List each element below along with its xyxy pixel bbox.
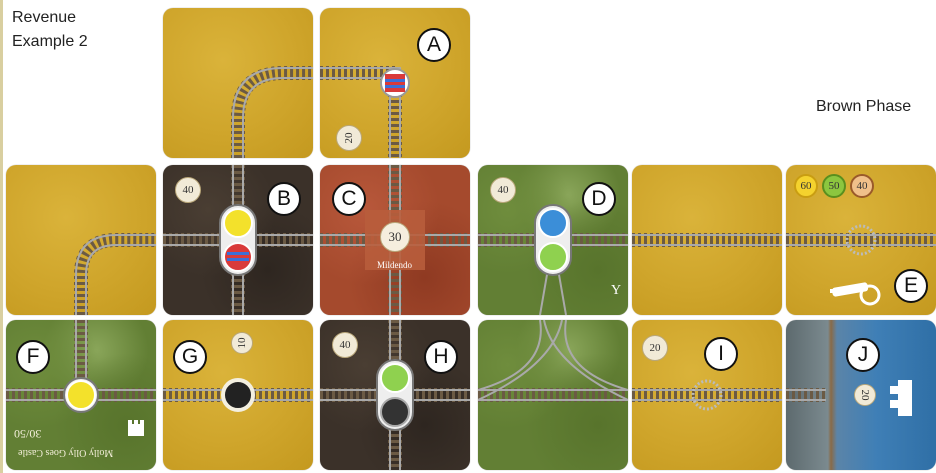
hex-tile-straight-east[interactable] — [632, 165, 782, 315]
terrain-mark-d: Y — [611, 283, 621, 299]
revenue-h: 40 — [332, 332, 358, 358]
hex-tile-b[interactable]: 40 B — [163, 165, 313, 315]
hex-tile-f[interactable]: F 30/50 Molly Olly Goes Castle — [6, 320, 156, 470]
example-title: Revenue Example 2 — [12, 6, 88, 54]
title-line-2: Example 2 — [12, 30, 88, 54]
track-straight — [632, 165, 782, 315]
hex-tile-a[interactable]: 20 A — [320, 8, 470, 158]
hex-tile-curve-top[interactable] — [163, 8, 313, 158]
crown-flag-token-icon — [224, 243, 252, 271]
revenue-e-yellow: 60 — [794, 174, 818, 198]
revenue-g: 10 — [231, 332, 253, 354]
hex-tile-j[interactable]: 20 J — [786, 320, 936, 470]
castle-icon — [128, 420, 144, 436]
revenue-b: 40 — [175, 177, 201, 203]
hex-tile-junction[interactable] — [478, 320, 628, 470]
green-company-token-icon — [539, 243, 567, 271]
track-curve — [163, 8, 313, 158]
revenue-i: 20 — [642, 335, 668, 361]
hex-tile-h[interactable]: 40 H — [320, 320, 470, 470]
revenue-f: 30/50 — [14, 426, 41, 441]
blue-company-token-icon — [539, 209, 567, 237]
green-company-token-icon — [381, 364, 409, 392]
hex-letter-c: C — [332, 182, 366, 216]
hex-letter-f: F — [16, 340, 50, 374]
city-name-c: Mildendo — [377, 260, 412, 270]
track-junction — [478, 320, 628, 470]
hex-letter-a: A — [417, 28, 451, 62]
city-name-f: Molly Olly Goes Castle — [18, 447, 113, 458]
hex-letter-d: D — [582, 182, 616, 216]
hex-letter-i: I — [704, 337, 738, 371]
revenue-a: 20 — [336, 125, 362, 151]
cannon-icon — [830, 282, 879, 304]
revenue-e-green: 50 — [822, 174, 846, 198]
hex-tile-i[interactable]: 20 I — [632, 320, 782, 470]
hex-letter-g: G — [173, 340, 207, 374]
hex-tile-d[interactable]: 40 D Y — [478, 165, 628, 315]
hex-letter-e: E — [894, 269, 928, 303]
hex-letter-j: J — [846, 338, 880, 372]
hex-letter-b: B — [267, 182, 301, 216]
revenue-j: 20 — [854, 384, 876, 406]
revenue-d: 40 — [490, 177, 516, 203]
page-edge — [0, 0, 3, 473]
phase-label: Brown Phase — [816, 98, 911, 116]
hex-tile-curve-left[interactable] — [6, 165, 156, 315]
hex-tile-c[interactable]: 30 Mildendo C — [320, 165, 470, 315]
hex-tile-e[interactable]: 60 50 40 E — [786, 165, 936, 315]
track-curve-left — [6, 165, 156, 315]
hex-letter-h: H — [424, 340, 458, 374]
ship-icon — [890, 380, 912, 416]
revenue-c: 30 — [380, 222, 410, 252]
revenue-e-brown: 40 — [850, 174, 874, 198]
hex-tile-g[interactable]: 10 G — [163, 320, 313, 470]
yellow-company-token-icon — [67, 381, 95, 409]
title-line-1: Revenue — [12, 6, 88, 30]
yellow-company-token-icon — [224, 209, 252, 237]
crown-flag-token-icon — [385, 74, 405, 92]
